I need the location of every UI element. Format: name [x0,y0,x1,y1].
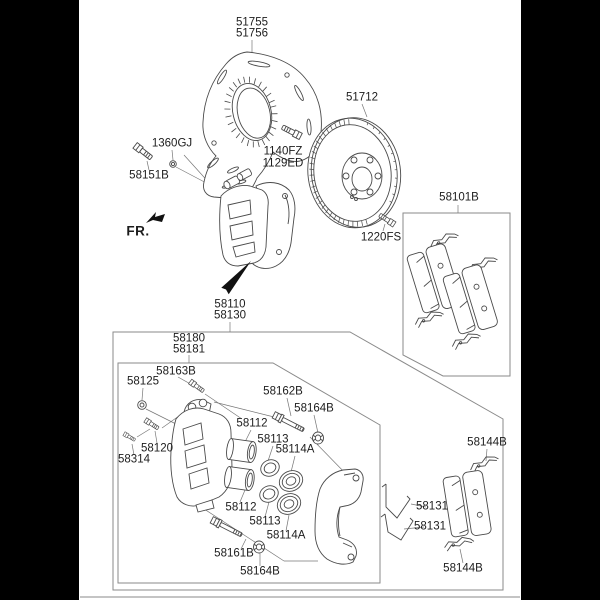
carrier-bracket-drawing [314,468,364,565]
callout-piston-upper: 58112 [236,417,268,430]
callout-shim-bottom: 58144B [443,562,483,575]
brake-disc-drawing [307,117,402,229]
callout-guide-rod-upper: 58162B [263,385,303,398]
dust-shield-drawing [202,51,322,200]
callout-shield-nut: 1360GJ [151,137,193,150]
caliper-body-drawing [170,398,307,519]
set-screw-drawing [122,431,137,443]
shim-kit-contents [441,452,501,552]
callout-mount-bolt-1: 1140FZ [263,145,303,158]
pointer-arrow [221,261,251,295]
callout-boot-lower: 58114A [266,529,306,542]
callout-boot-upper: 58114A [275,443,315,456]
callout-shim-top: 58144B [467,436,507,449]
kit-small-parts [122,378,324,554]
callout-shield-bolt: 58151B [129,169,169,182]
callout-set-screw: 58314 [118,453,150,466]
caliper-assembly-drawing [219,168,296,295]
pad-spring-drawings [380,483,414,541]
callout-caliper-assy-1: 58110 [214,298,246,311]
callout-bleeder: 58120 [141,442,173,455]
callout-dust-shield-2: 51756 [236,27,268,40]
callout-caliper-assy-2: 58130 [214,309,246,322]
fr-arrow-icon [146,212,165,223]
callout-brake-disc: 51712 [346,91,378,104]
callout-piston-lower: 58112 [225,501,257,514]
shield-bolt-drawing [132,142,177,168]
callout-dust-cap: 58125 [127,375,159,388]
guide-rod-lower-drawing [209,515,244,540]
pad-kit-contents [405,229,500,351]
pad-kit-box [402,212,511,377]
callout-pad-spring-2: 58131 [414,520,446,533]
caliper-kit-box [112,331,504,591]
fr-direction-label: FR. [126,223,150,239]
callout-dust-shield-1: 51755 [236,16,268,29]
callout-rod-boot-lower: 58164B [240,565,280,578]
rod-boot-upper-drawing [312,431,324,445]
callout-rod-boot-upper: 58164B [294,402,334,415]
rod-boot-lower-drawing [253,540,265,554]
callout-body-kit-2: 58181 [173,343,205,356]
callout-guide-bolt: 58163B [156,365,196,378]
callout-pad-kit: 58101B [439,191,479,204]
callout-mount-bolt-2: 1129ED [262,157,304,170]
callout-pad-spring-1: 58131 [416,500,448,513]
dust-cap-drawing [137,400,147,410]
callout-guide-rod-lower: 58161B [214,547,254,560]
callout-disc-screw: 1220FS [360,231,402,244]
callout-seal-lower: 58113 [249,515,281,528]
bleeder-drawing [143,417,160,431]
callout-body-kit-1: 58180 [173,332,205,345]
diagram-line-art [80,40,520,598]
callout-seal-upper: 58113 [257,433,289,446]
